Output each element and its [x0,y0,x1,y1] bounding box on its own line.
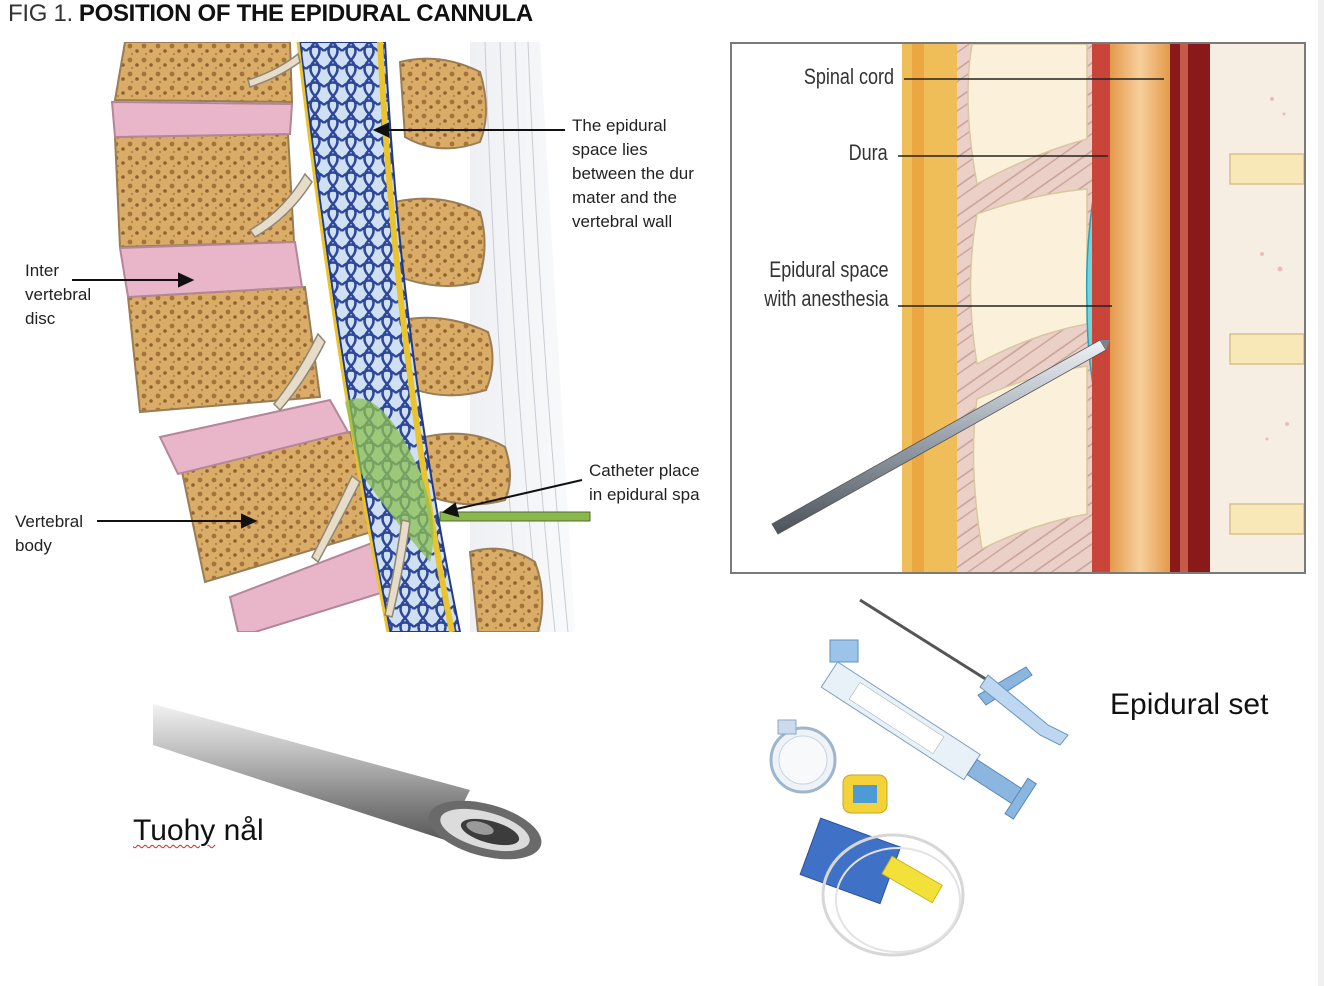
label-epidural-space: The epidural space lies between the dur … [572,114,694,234]
label-intervertebral-disc: Inter vertebral disc [25,259,91,331]
tuohy-suffix: nål [215,814,264,847]
label-vertebral-body: Vertebral body [15,510,83,558]
label-epidural-space-line: vertebral wall [572,212,673,231]
label-intervertebral-disc-line: vertebral [25,285,92,304]
label-spinal-cord: Spinal cord [803,64,894,89]
label-vertebral-body-line: Vertebral [15,512,84,531]
tuohy-label: Tuohy nål [133,814,264,848]
figure-title: FIG 1.POSITION OF THE EPIDURAL CANNULA [8,0,533,28]
epidural-set-label: Epidural set [1110,688,1269,721]
intervertebral-discs [110,100,402,632]
figure-title-prefix: FIG 1. [8,0,73,27]
tuohy-word: Tuohy [133,814,216,847]
label-catheter-line: in epidural spa [589,485,700,504]
figure-title-main: POSITION OF THE EPIDURAL CANNULA [78,0,533,27]
tuohy-needle-photo [140,690,560,880]
pointer-lines [72,122,583,529]
spine-sagittal-illustration [0,42,706,632]
label-intervertebral-disc-line: disc [25,309,56,328]
label-epidural-space-anesthesia-2: with anesthesia [764,286,889,311]
epidural-needle [771,339,1110,535]
tuohy-needle-svg [153,704,542,860]
epidural-set-svg [769,598,1069,957]
epidural-needle-svg [771,44,1304,572]
label-dura: Dura [848,140,888,165]
page-right-edge [1318,0,1324,986]
label-catheter-line: Catheter place [589,461,700,480]
label-epidural-space-line: The epidural [572,116,667,135]
label-epidural-space-anesthesia-1: Epidural space [769,257,889,282]
epidural-set-photo [748,595,1088,970]
label-epidural-space-line: space lies [572,140,648,159]
label-catheter: Catheter place in epidural spa [589,459,707,507]
label-vertebral-body-line: body [15,536,52,555]
label-epidural-space-line: mater and the [572,188,677,207]
spinous-processes [393,57,544,632]
right-panel-labels: Spinal cord Dura Epidural space with ane… [730,42,1302,570]
label-intervertebral-disc-line: Inter [25,261,60,280]
spine-sagittal-svg [72,42,591,632]
label-epidural-space-line: between the dur [572,164,694,183]
nerve-roots [247,52,411,618]
epidural-needle-illustration [730,42,1306,574]
